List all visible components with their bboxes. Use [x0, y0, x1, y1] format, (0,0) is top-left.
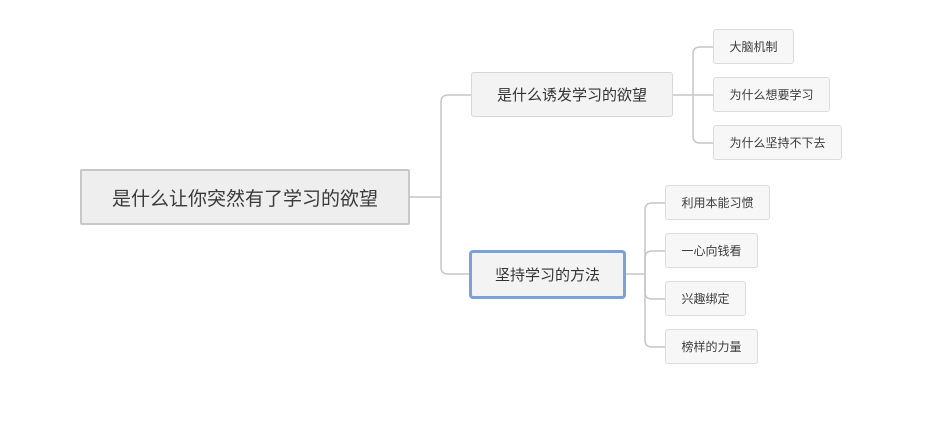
root-topic-label: 是什么让你突然有了学习的欲望	[111, 187, 378, 210]
branch-topic-2-label: 坚持学习的方法	[494, 266, 600, 284]
subtopic-1-2[interactable]: 为什么想要学习	[713, 77, 830, 112]
subtopic-2-2[interactable]: 一心向钱看	[665, 233, 758, 268]
connector-branch-1-leaf-3	[692, 95, 713, 144]
connector-root-branch-1	[440, 94, 471, 197]
subtopic-1-3[interactable]: 为什么坚持不下去	[713, 125, 842, 160]
subtopic-2-2-label: 一心向钱看	[681, 244, 742, 258]
branch-topic-2-selected[interactable]: 坚持学习的方法	[469, 250, 626, 299]
connector-branch-2-leaf-2	[644, 250, 665, 274]
connector-branch-2-leaf-3	[644, 274, 665, 300]
connector-branch-2-leaf-4	[644, 274, 665, 348]
root-topic[interactable]: 是什么让你突然有了学习的欲望	[80, 169, 410, 225]
branch-topic-1-label: 是什么诱发学习的欲望	[496, 86, 647, 104]
branch-topic-1[interactable]: 是什么诱发学习的欲望	[471, 72, 673, 117]
subtopic-1-1-label: 大脑机制	[729, 40, 778, 54]
subtopic-1-2-label: 为什么想要学习	[729, 88, 814, 102]
subtopic-2-4[interactable]: 榜样的力量	[665, 329, 758, 364]
connector-branch-1-leaf-1	[692, 46, 713, 95]
subtopic-2-3[interactable]: 兴趣绑定	[665, 281, 746, 316]
subtopic-2-3-label: 兴趣绑定	[681, 292, 730, 306]
connector-root-branch-2	[440, 197, 469, 275]
connector-branch-2-leaf-1	[644, 202, 665, 274]
subtopic-2-1-label: 利用本能习惯	[681, 196, 754, 210]
subtopic-2-4-label: 榜样的力量	[681, 340, 742, 354]
subtopic-1-3-label: 为什么坚持不下去	[729, 136, 826, 150]
subtopic-2-1[interactable]: 利用本能习惯	[665, 185, 770, 220]
subtopic-1-1[interactable]: 大脑机制	[713, 29, 794, 64]
